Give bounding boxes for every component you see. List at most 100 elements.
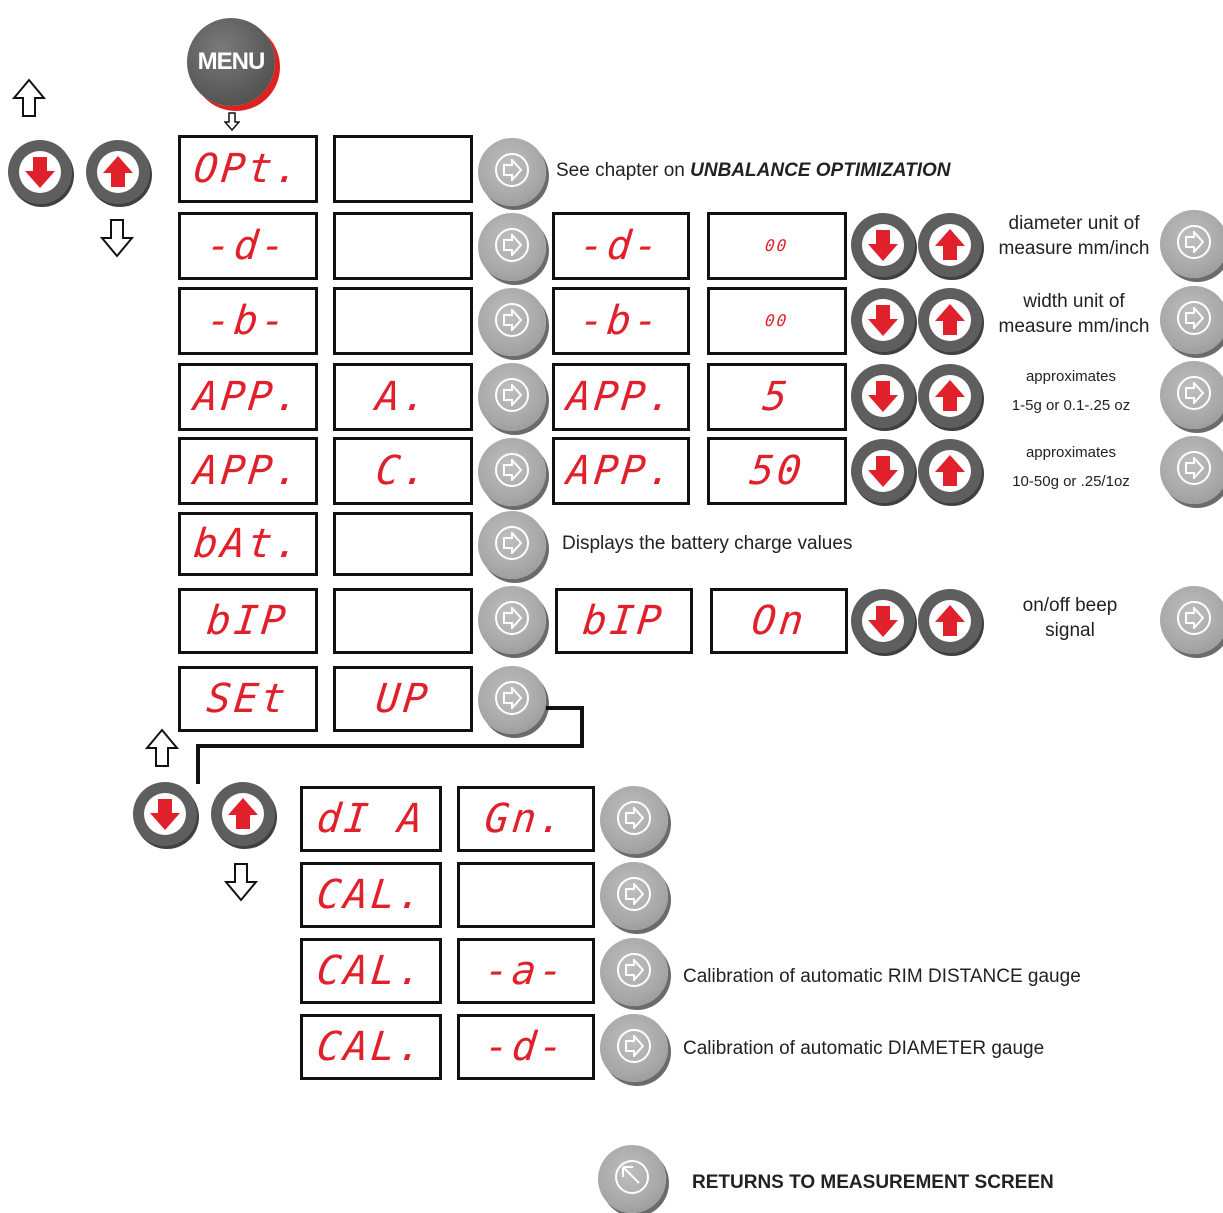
enter-arrow-icon [1185,231,1204,253]
display-blank [333,287,473,355]
display-text: 00 [764,236,790,255]
enter-button[interactable] [478,138,546,206]
display-text: 50 [747,448,807,494]
connector-line [196,744,584,748]
down-arrow-icon [868,456,898,487]
down-arrow-button[interactable] [851,288,915,352]
up-arrow-button[interactable] [918,439,982,503]
enter-button[interactable] [478,213,546,281]
display-text: On [749,598,809,644]
down-arrow-button[interactable] [8,140,72,204]
display-text: A. [373,374,433,420]
setup-display-cal-dia-value: -d- [457,1014,595,1080]
enter-button[interactable] [1160,210,1223,278]
up-arrow-icon [935,605,965,636]
up-arrow-button[interactable] [211,782,275,846]
enter-button[interactable] [1160,436,1223,504]
scroll-down-outline-icon [224,863,258,902]
enter-arrow-icon [1185,307,1204,329]
note-returns: RETURNS TO MEASUREMENT SCREEN [692,1172,1054,1193]
sub-display-approx-a: APP. [552,363,690,431]
up-arrow-icon [935,380,965,411]
down-arrow-button[interactable] [851,213,915,277]
enter-button[interactable] [478,666,546,734]
enter-arrow-icon [1185,382,1204,404]
display-approx-c-value: C. [333,437,473,505]
setup-display-cal-rim-value: -a- [457,938,595,1004]
setup-display-cal: CAL. [300,862,442,928]
enter-button[interactable] [600,786,668,854]
enter-button[interactable] [600,862,668,930]
display-beep: bIP [178,588,318,654]
setup-display-gauge-value: Gn. [457,786,595,852]
display-text: APP. [191,374,305,420]
enter-button[interactable] [1160,586,1223,654]
display-text: bIP [580,598,668,644]
display-diameter: -d- [178,212,318,280]
note-battery: Displays the battery charge values [562,533,853,554]
display-text: Gn. [482,796,570,842]
down-arrow-icon [868,305,898,336]
display-text: dI A [314,796,428,842]
setup-display-cal-rim: CAL. [300,938,442,1004]
enter-arrow-icon [503,532,522,554]
display-text: APP. [564,448,678,494]
return-button[interactable] [598,1145,666,1213]
up-arrow-icon [935,455,965,486]
up-arrow-button[interactable] [918,589,982,653]
up-arrow-button[interactable] [918,288,982,352]
enter-button[interactable] [600,938,668,1006]
enter-arrow-icon [625,883,644,905]
display-text: SEt [204,676,292,722]
note-bold-text: UNBALANCE OPTIMIZATION [690,160,951,181]
enter-button[interactable] [478,288,546,356]
down-arrow-button[interactable] [851,589,915,653]
enter-button[interactable] [478,511,546,579]
up-arrow-button[interactable] [918,364,982,428]
enter-arrow-icon [503,607,522,629]
down-arrow-button[interactable] [851,364,915,428]
note-cal-dia: Calibration of automatic DIAMETER gauge [683,1038,1045,1059]
enter-arrow-icon [503,159,522,181]
enter-arrow-icon [503,687,522,709]
display-text: -b- [204,298,292,344]
enter-arrow-icon [503,309,522,331]
note-optimization: See chapter on UNBALANCE OPTIMIZATION [556,160,951,182]
enter-button[interactable] [1160,361,1223,429]
display-blank [333,135,473,203]
display-blank [333,512,473,576]
display-blank [333,588,473,654]
down-arrow-button[interactable] [133,782,197,846]
display-text: -a- [482,948,570,994]
enter-button[interactable] [1160,286,1223,354]
note-cal-rim: Calibration of automatic RIM DISTANCE ga… [683,966,1081,987]
note-text: approximates [1025,368,1117,385]
down-arrow-icon [868,381,898,412]
display-setup: SEt [178,666,318,732]
up-arrow-button[interactable] [918,213,982,277]
menu-button[interactable]: MENU [187,18,275,106]
enter-arrow-icon [1185,607,1204,629]
scroll-up-outline-icon [145,728,179,767]
sub-display-diameter-value: 00 [707,212,847,280]
sub-display-approx-c: APP. [552,437,690,505]
down-arrow-icon [25,157,55,188]
down-arrow-button[interactable] [851,439,915,503]
scroll-down-outline-icon [100,219,134,258]
display-text: bIP [204,598,292,644]
note-text: approximates [1025,444,1117,461]
enter-arrow-icon [625,1035,644,1057]
up-arrow-button[interactable] [86,140,150,204]
display-text: APP. [191,448,305,494]
enter-button[interactable] [478,363,546,431]
connector-line [196,744,200,784]
enter-arrow-icon [503,234,522,256]
enter-button[interactable] [600,1014,668,1082]
enter-button[interactable] [478,586,546,654]
setup-display-blank [457,862,595,928]
enter-button[interactable] [478,438,546,506]
display-text: 00 [764,311,790,330]
display-blank [333,212,473,280]
enter-arrow-icon [625,959,644,981]
